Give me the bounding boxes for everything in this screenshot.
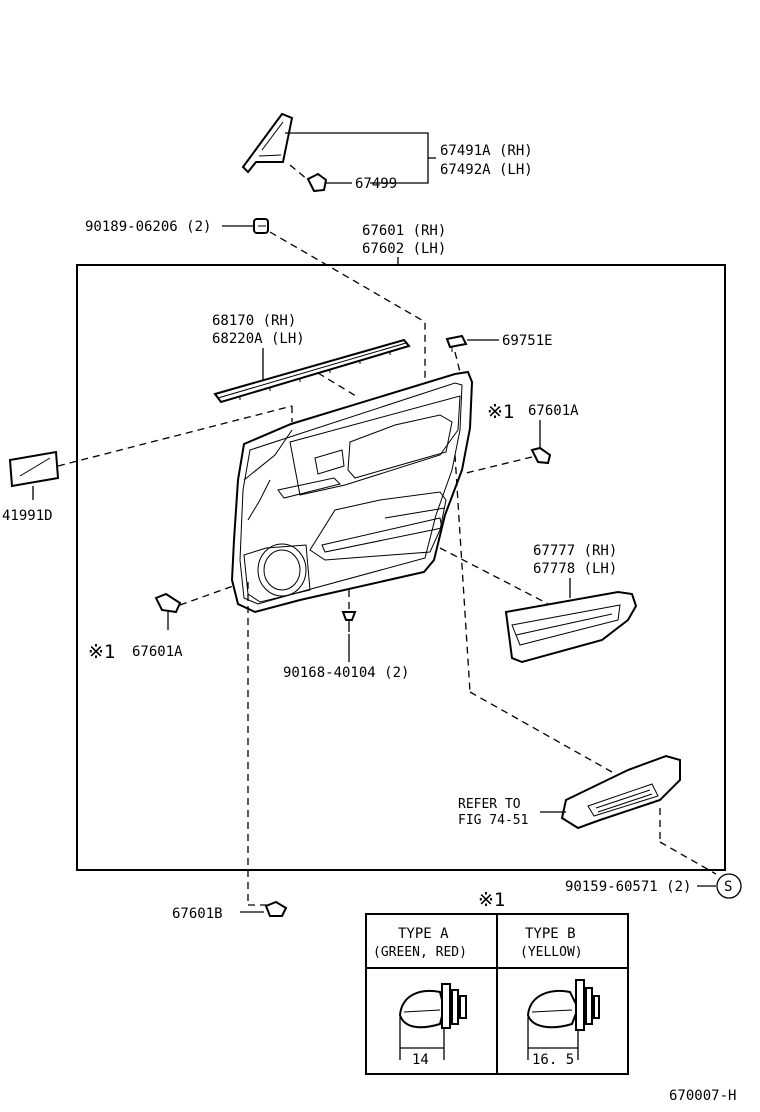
label-bracket: 69751E [502,333,553,349]
label-clip-b: 67601B [172,906,223,922]
label-weatherstrip-rh: 68170 (RH) [212,313,296,329]
mark1-table: ※1 [478,889,505,911]
type-a-clip [398,983,467,1029]
label-clip-left: 67601A [132,644,183,660]
label-panel-rh: 67601 (RH) [362,223,446,239]
type-a-line2: (GREEN, RED) [373,945,467,960]
screw-top-part [253,218,269,234]
moulding-part [241,112,294,174]
label-refer-line1: REFER TO [458,797,521,812]
mark1-right: ※1 [487,401,514,423]
label-refer-line2: FIG 74-51 [458,813,528,828]
weatherstrip-part [213,338,411,404]
mark1-left: ※1 [88,641,115,663]
clip-right-part [530,446,552,465]
s-mark: S [724,879,732,895]
type-b-dimension: 16. 5 [532,1052,574,1068]
pocket-part [504,590,638,664]
armrest-part [560,754,681,830]
type-table [365,913,629,1075]
type-a-line1: TYPE A [398,926,449,942]
diagram-frame [76,264,726,871]
label-pad: 41991D [2,508,53,524]
type-b-line2: (YELLOW) [520,945,583,960]
door-panel-part [230,370,474,614]
label-pocket-rh: 67777 (RH) [533,543,617,559]
label-screw-top: 90189-06206 (2) [85,219,211,235]
type-b-clip [526,979,600,1031]
type-a-dimension: 14 [412,1052,429,1068]
label-screw-s: 90159-60571 (2) [565,879,691,895]
clip-67499-part [306,172,328,193]
type-b-line1: TYPE B [525,926,576,942]
label-screw-bottom: 90168-40104 (2) [283,665,409,681]
label-moulding-lh: 67492A (LH) [440,162,533,178]
screw-bottom-part [341,611,357,632]
label-moulding-rh: 67491A (RH) [440,143,533,159]
clip-left-part [154,592,182,614]
label-clip-67499: 67499 [355,176,397,192]
s-mark-circle [716,873,742,899]
bracket-part [445,334,468,352]
label-pocket-lh: 67778 (LH) [533,561,617,577]
clip-b-part [264,900,288,917]
pad-part [8,450,60,488]
diagram-code: 670007-H [669,1088,736,1104]
label-weatherstrip-lh: 68220A (LH) [212,331,305,347]
label-panel-lh: 67602 (LH) [362,241,446,257]
label-clip-right: 67601A [528,403,579,419]
